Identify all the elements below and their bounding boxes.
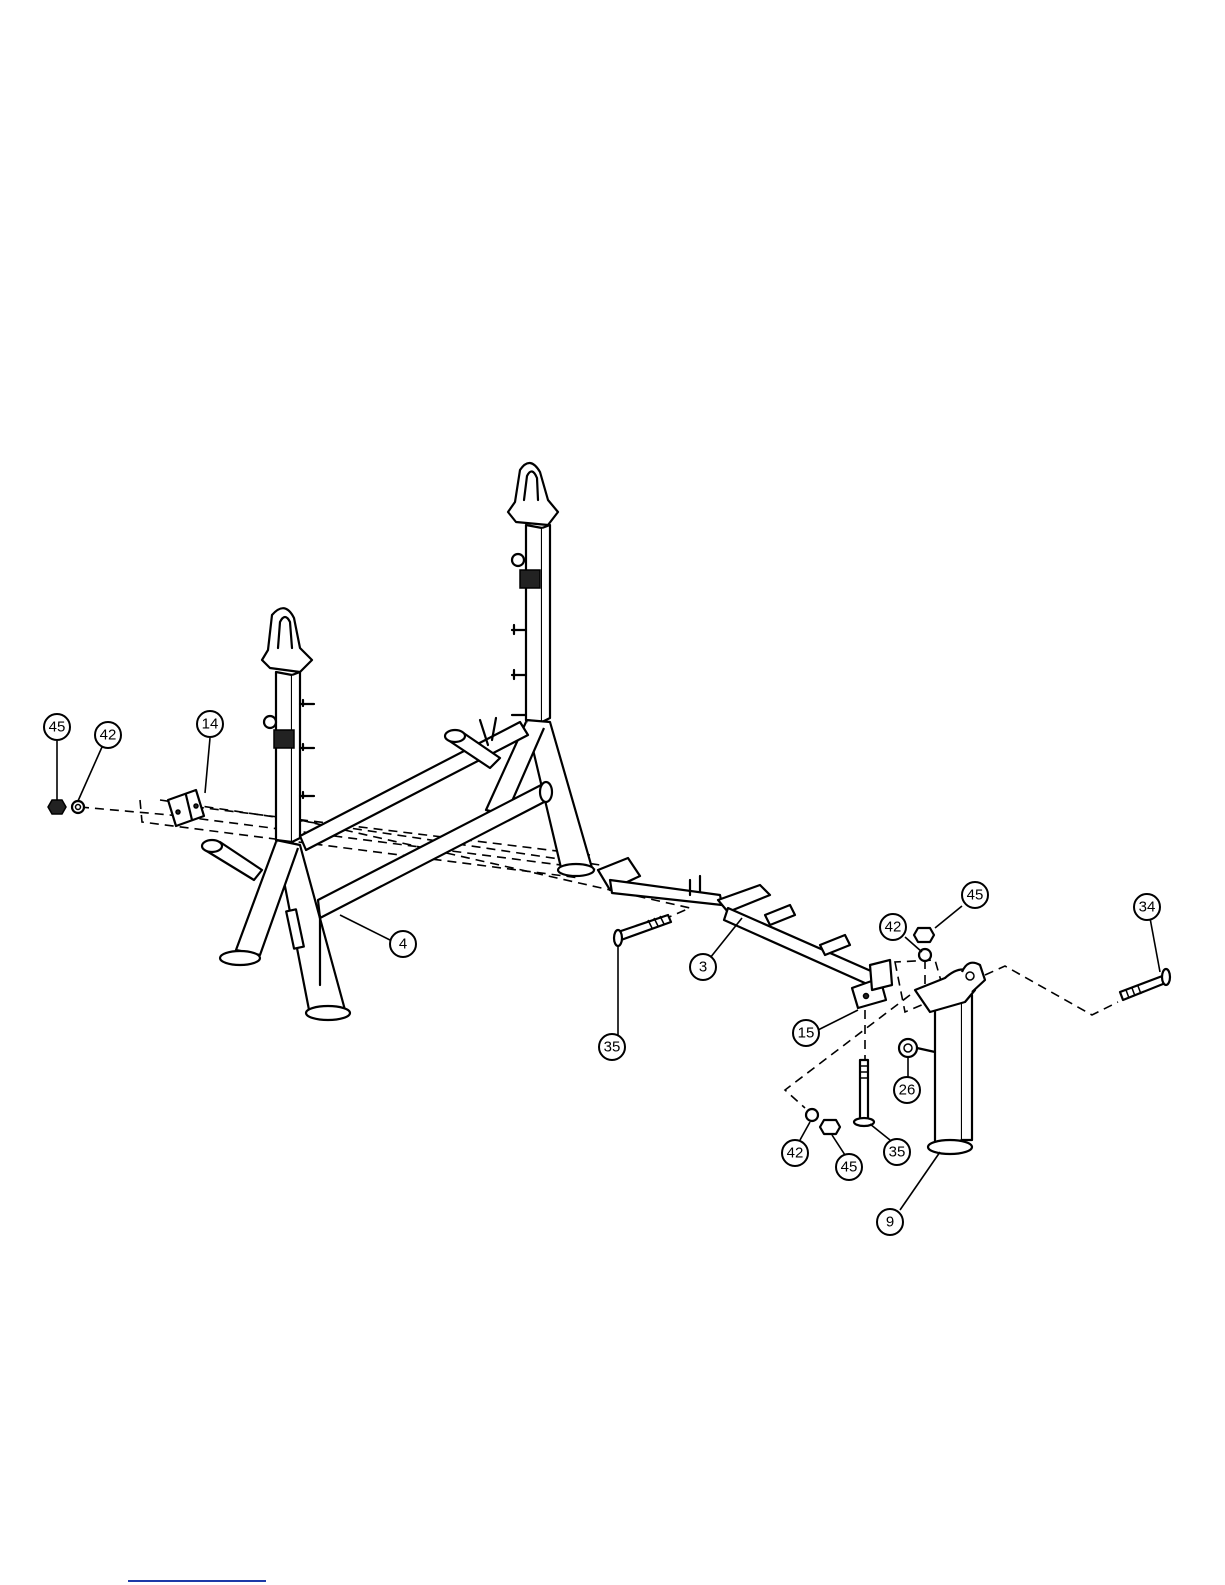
left-fasteners (48, 800, 84, 814)
callout-45-left: 45 (44, 714, 70, 740)
callout-35-bottom: 35 (884, 1139, 910, 1165)
callout-45-top: 45 (962, 882, 988, 908)
callout-3-label: 3 (699, 959, 707, 976)
callout-45-top-label: 45 (967, 887, 984, 904)
callout-4: 4 (390, 931, 416, 957)
bolt-34 (1120, 969, 1170, 1000)
callout-15: 15 (793, 1020, 819, 1046)
callout-45-bottom: 45 (836, 1154, 862, 1180)
callout-35-middle-label: 35 (604, 1039, 621, 1056)
callout-9: 9 (877, 1209, 903, 1235)
callout-4-label: 4 (399, 936, 407, 953)
callout-42-top-label: 42 (885, 919, 902, 936)
callout-3: 3 (690, 954, 716, 980)
bolt-35-bottom (854, 1060, 874, 1126)
callout-15-label: 15 (798, 1025, 815, 1042)
callout-42-top: 42 (880, 914, 906, 940)
callout-42-left-label: 42 (100, 727, 117, 744)
callout-35-middle: 35 (599, 1034, 625, 1060)
front-upright-part-9 (899, 963, 985, 1154)
callout-34: 34 (1134, 894, 1160, 920)
callout-14-label: 14 (202, 716, 219, 733)
left-upright-post (220, 608, 350, 1020)
callout-42-left: 42 (95, 722, 121, 748)
callout-26: 26 (894, 1077, 920, 1103)
callout-34-label: 34 (1139, 899, 1156, 916)
footer-rule (128, 1580, 266, 1582)
callout-9-label: 9 (886, 1214, 894, 1231)
callout-42-bottom: 42 (782, 1140, 808, 1166)
callout-26-label: 26 (899, 1082, 916, 1099)
bracket-part-14 (168, 790, 204, 826)
callout-45-left-label: 45 (49, 719, 66, 736)
callout-45-bottom-label: 45 (841, 1159, 858, 1176)
callout-42-bottom-label: 42 (787, 1145, 804, 1162)
callout-14: 14 (197, 711, 223, 737)
bolt-35-middle (614, 915, 671, 946)
callout-35-bottom-label: 35 (889, 1144, 906, 1161)
